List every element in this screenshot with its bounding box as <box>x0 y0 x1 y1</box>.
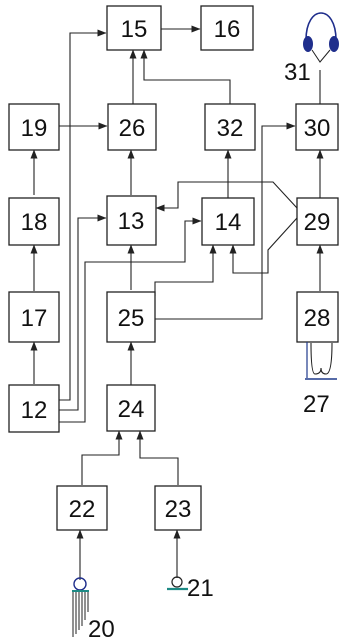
tuning-fork-icon <box>72 577 89 637</box>
block-30: 30 <box>295 103 339 151</box>
block-14-box <box>201 197 255 246</box>
block-13: 13 <box>106 195 157 246</box>
wire-32-to-15 <box>140 49 231 107</box>
block-19-box <box>8 103 60 151</box>
headphones-label: 31 <box>284 59 311 86</box>
block-23-box <box>154 485 202 531</box>
wire-29-to-14 <box>229 217 298 274</box>
block-19-label: 19 <box>21 115 48 142</box>
block-18: 18 <box>8 197 60 246</box>
block-18-label: 18 <box>21 209 48 236</box>
wire-25-to-30 <box>155 122 296 320</box>
block-14: 14 <box>201 197 255 246</box>
wire-22-to-24 <box>81 430 123 485</box>
block-26-box <box>107 103 157 151</box>
block-16-label: 16 <box>214 16 241 43</box>
knob-label: 21 <box>187 575 214 602</box>
block-28: 28 <box>296 291 339 343</box>
block-24-box <box>106 384 156 432</box>
block-30-box <box>295 103 339 151</box>
block-28-box <box>296 291 339 343</box>
block-32-box <box>204 103 256 151</box>
wire-12-to-14 <box>59 217 202 423</box>
wire-12-to-15 <box>59 29 107 401</box>
block-24: 24 <box>106 384 156 432</box>
block-13-box <box>106 195 157 246</box>
tuning-fork-label: 20 <box>88 616 115 643</box>
block-32-label: 32 <box>217 115 244 142</box>
block-17: 17 <box>8 291 60 343</box>
coil-label: 27 <box>303 391 330 418</box>
block-30-label: 30 <box>304 115 331 142</box>
block-17-box <box>8 291 60 343</box>
block-16-box <box>200 5 254 51</box>
block-22-box <box>56 485 108 531</box>
block-23: 23 <box>154 485 202 531</box>
block-16: 16 <box>200 5 254 51</box>
block-29: 29 <box>296 197 339 246</box>
block-19: 19 <box>8 103 60 151</box>
block-15: 15 <box>106 5 162 51</box>
block-15-box <box>106 5 162 51</box>
block-24-label: 24 <box>118 396 145 423</box>
knob-icon <box>167 576 188 591</box>
block-22: 22 <box>56 485 108 531</box>
block-18-box <box>8 197 60 246</box>
block-25-box <box>106 291 156 343</box>
block-12-box <box>8 384 60 433</box>
block-17-label: 17 <box>21 305 48 332</box>
block-29-box <box>296 197 339 246</box>
block-13-label: 13 <box>118 208 145 235</box>
connections <box>30 25 324 580</box>
wire-25-to-14 <box>154 244 217 296</box>
block-25: 25 <box>106 291 156 343</box>
block-32: 32 <box>204 103 256 151</box>
block-14-label: 14 <box>215 209 242 236</box>
block-25-label: 25 <box>118 305 145 332</box>
block-22-label: 22 <box>69 496 96 523</box>
wire-12-to-13 <box>59 214 107 411</box>
headphones-icon <box>303 12 339 63</box>
wire-29-to-13 <box>155 181 298 212</box>
block-23-label: 23 <box>165 496 192 523</box>
wire-23-to-24 <box>136 430 179 485</box>
coil-icon <box>305 342 337 380</box>
block-29-label: 29 <box>304 209 331 236</box>
block-12-label: 12 <box>21 397 48 424</box>
block-26: 26 <box>107 103 157 151</box>
block-28-label: 28 <box>304 305 331 332</box>
block-26-label: 26 <box>119 115 146 142</box>
block-15-label: 15 <box>121 16 148 43</box>
block-12: 12 <box>8 384 60 433</box>
